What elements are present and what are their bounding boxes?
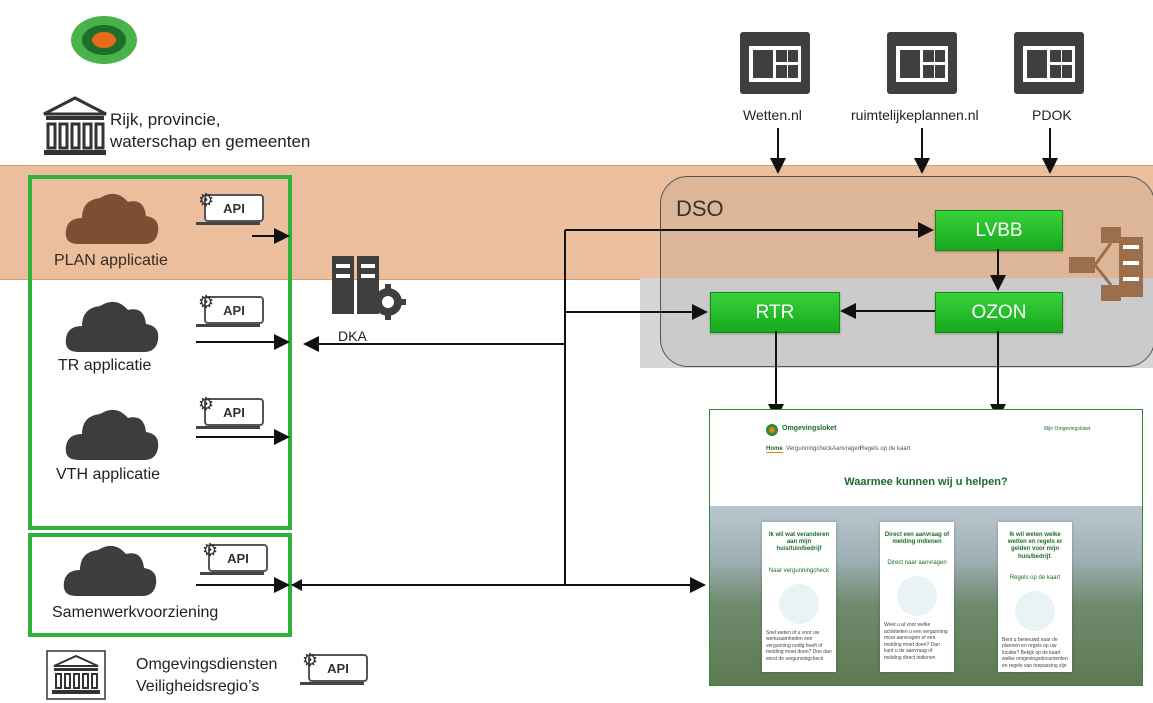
source-label-wetten: Wetten.nl: [743, 107, 802, 123]
cloud-icon: [65, 193, 159, 244]
dka-label: DKA: [338, 328, 367, 344]
plan-applicatie-label: PLAN applicatie: [54, 252, 168, 269]
cloud-icon: [65, 409, 159, 460]
card-link[interactable]: Naar vergunningcheck: [768, 567, 830, 574]
cloud-icon: [63, 545, 157, 596]
api-icon: ⚙ API: [196, 190, 264, 225]
vth-applicatie-label: VTH applicatie: [56, 466, 161, 483]
card-aanvragen[interactable]: Direct een aanvraag of melding indienen …: [880, 522, 954, 672]
gear-icon: ⚙: [198, 190, 215, 210]
applications-group-frame: [28, 175, 292, 530]
arrowhead-left-icon: [291, 579, 302, 591]
omgevingsloket-website: Omgevingsloket Mijn Omgevingsloket Home …: [709, 409, 1143, 686]
window-icon: [1014, 32, 1084, 94]
api-icon: ⚙ API: [196, 292, 264, 327]
illustration-icon: [897, 576, 937, 617]
illustration-icon: [1015, 590, 1055, 631]
gear-icon: ⚙: [198, 394, 215, 414]
nav-aanvragen[interactable]: Aanvragen: [832, 446, 862, 452]
card-vergunningcheck[interactable]: Ik wil wat veranderen aan mijn huis/tuin…: [762, 522, 836, 672]
window-icon: [887, 32, 957, 94]
server-gear-icon: [332, 256, 406, 320]
gear-icon: ⚙: [198, 292, 215, 312]
omgevingswet-logo: [71, 16, 137, 64]
card-link[interactable]: Regels op de kaart: [1009, 574, 1061, 581]
veiligheidsregios-label: Veiligheidsregio’s: [136, 678, 260, 695]
rtr-component: RTR: [710, 292, 840, 333]
api-icon: ⚙ API: [196, 394, 264, 429]
source-label-pdok: PDOK: [1032, 107, 1072, 123]
lvbb-component: LVBB: [935, 210, 1063, 251]
source-label-ruimtelijkeplannen: ruimtelijkeplannen.nl: [851, 107, 979, 123]
api-icon: ⚙ API: [200, 540, 268, 575]
nav-home[interactable]: Home: [766, 446, 783, 453]
samenwerkvoorziening-frame: [28, 533, 292, 637]
illustration-icon: [779, 583, 819, 624]
nav-regels-op-de-kaart[interactable]: Regels op de kaart: [860, 446, 911, 452]
window-icon: [740, 32, 810, 94]
card-link[interactable]: Direct naar aanvragen: [887, 560, 947, 567]
logo-icon: [766, 424, 778, 436]
card-regels[interactable]: Ik wil weten welke wetten en regels er g…: [998, 522, 1072, 672]
government-building-icon: [46, 650, 106, 700]
nav-vergunningcheck[interactable]: Vergunningcheck: [786, 446, 833, 452]
gear-icon: ⚙: [202, 540, 219, 560]
cloud-icon: [65, 301, 159, 352]
ozon-component: OZON: [935, 292, 1063, 333]
tr-applicatie-label: TR applicatie: [58, 357, 152, 374]
account-link[interactable]: Mijn Omgevingsloket: [1044, 426, 1091, 432]
api-icon: ⚙ API: [300, 650, 368, 685]
omgevingsdiensten-label: Omgevingsdiensten: [136, 656, 278, 673]
network-server-icon: [1069, 227, 1143, 301]
government-building-icon: [43, 96, 107, 155]
samenwerkvoorziening-label: Samenwerkvoorziening: [52, 604, 219, 621]
site-heading: Waarmee kunnen wij u helpen?: [844, 476, 1008, 488]
site-logo-text: Omgevingsloket: [782, 425, 837, 432]
dso-label: DSO: [676, 196, 724, 221]
gear-icon: ⚙: [302, 650, 319, 670]
government-label-line2: waterschap en gemeenten: [110, 132, 311, 151]
government-label-line1: Rijk, provincie,: [110, 110, 221, 129]
